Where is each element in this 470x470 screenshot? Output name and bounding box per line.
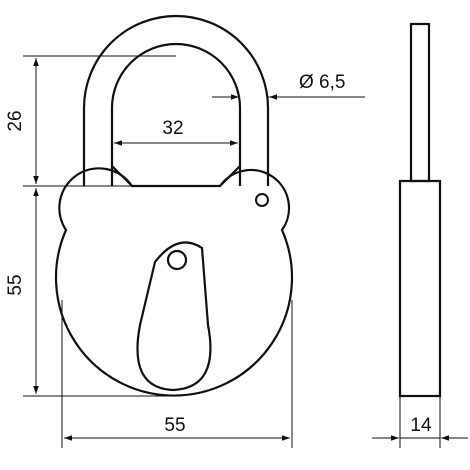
body-thickness-label: 14	[410, 415, 432, 436]
extension-lines	[23, 55, 441, 448]
shackle-height-label: 26	[5, 110, 26, 131]
lock-body	[54, 165, 294, 397]
dimension-body-width: 55	[64, 415, 290, 441]
dimension-body-height: 55	[5, 188, 39, 394]
shackle-inner-width-label: 32	[162, 118, 183, 139]
dimension-shackle-inner-width: 32	[114, 118, 238, 146]
body-width-label: 55	[164, 415, 185, 436]
body-height-label: 55	[5, 274, 26, 295]
keyhole	[136, 241, 212, 392]
dimension-body-thickness: 14	[372, 415, 468, 441]
dimension-shackle-height: 26	[5, 58, 39, 184]
dimension-shackle-diameter: Ø 6,5	[212, 72, 365, 100]
shackle-diameter-label: Ø 6,5	[299, 72, 345, 93]
rivet-hole	[255, 193, 269, 207]
shackle	[82, 14, 270, 186]
side-view	[398, 22, 442, 398]
